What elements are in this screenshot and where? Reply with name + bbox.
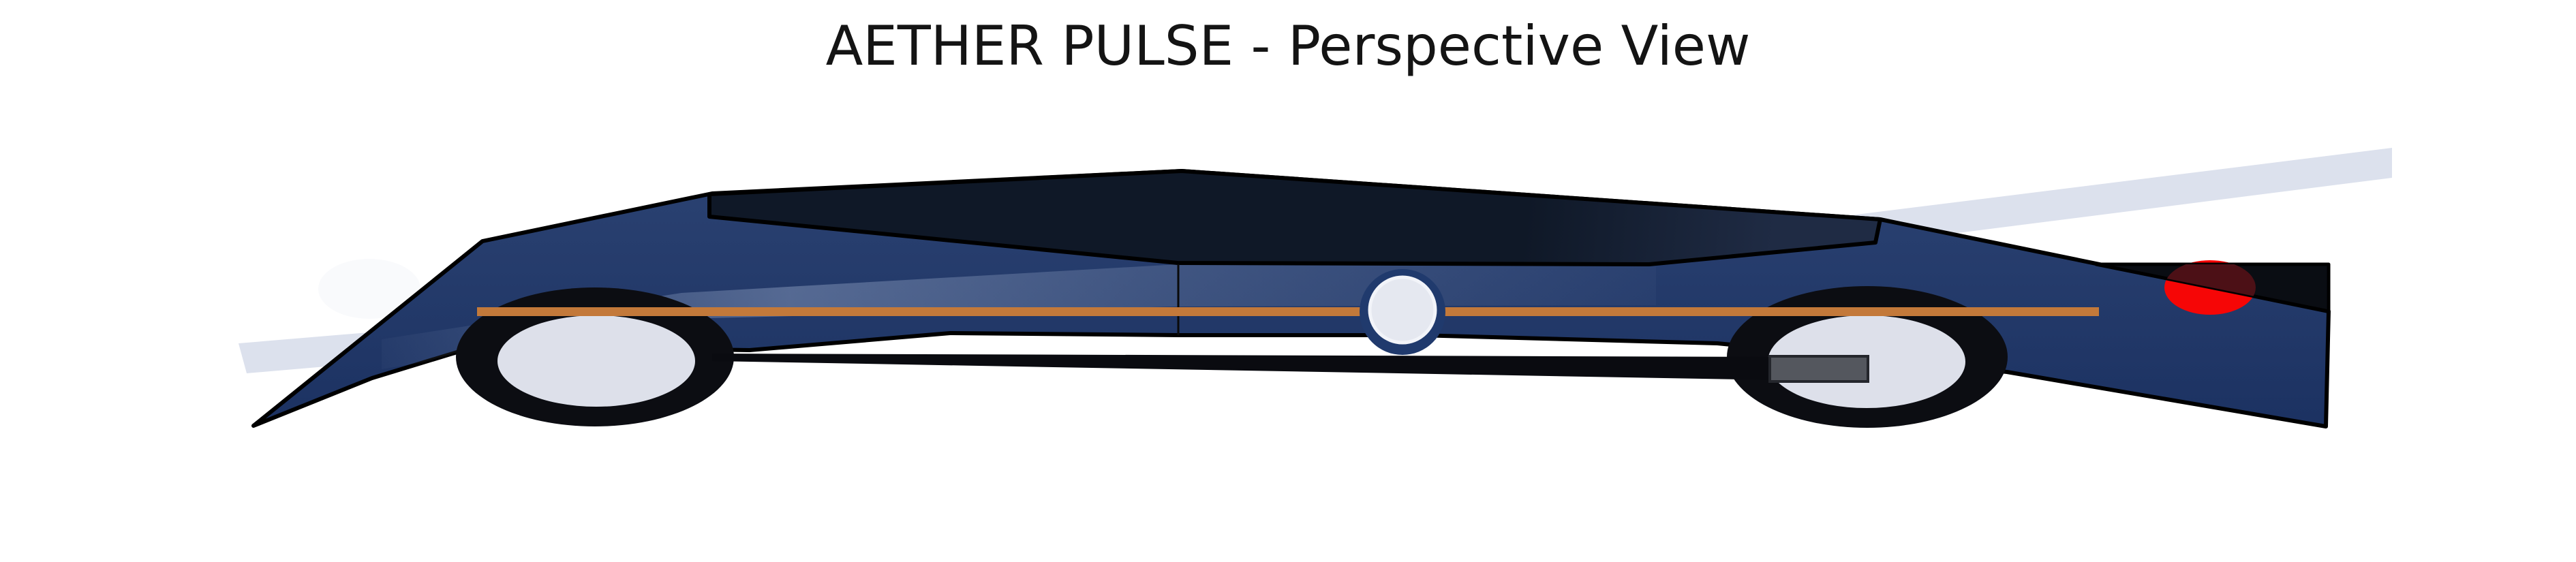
front-hub xyxy=(497,315,695,407)
door-handle-medallion xyxy=(1368,275,1437,345)
speed-streak-right xyxy=(1813,148,2392,251)
rear-brake-pad xyxy=(1768,355,1869,383)
body-reflection-band xyxy=(382,264,1656,369)
canopy-glass xyxy=(707,169,1882,266)
accent-stripe xyxy=(477,307,2099,316)
headlight-glow xyxy=(318,259,420,319)
underbody-skid-bar xyxy=(712,354,1779,380)
diagram-title: AETHER PULSE - Perspective View xyxy=(825,14,1751,78)
